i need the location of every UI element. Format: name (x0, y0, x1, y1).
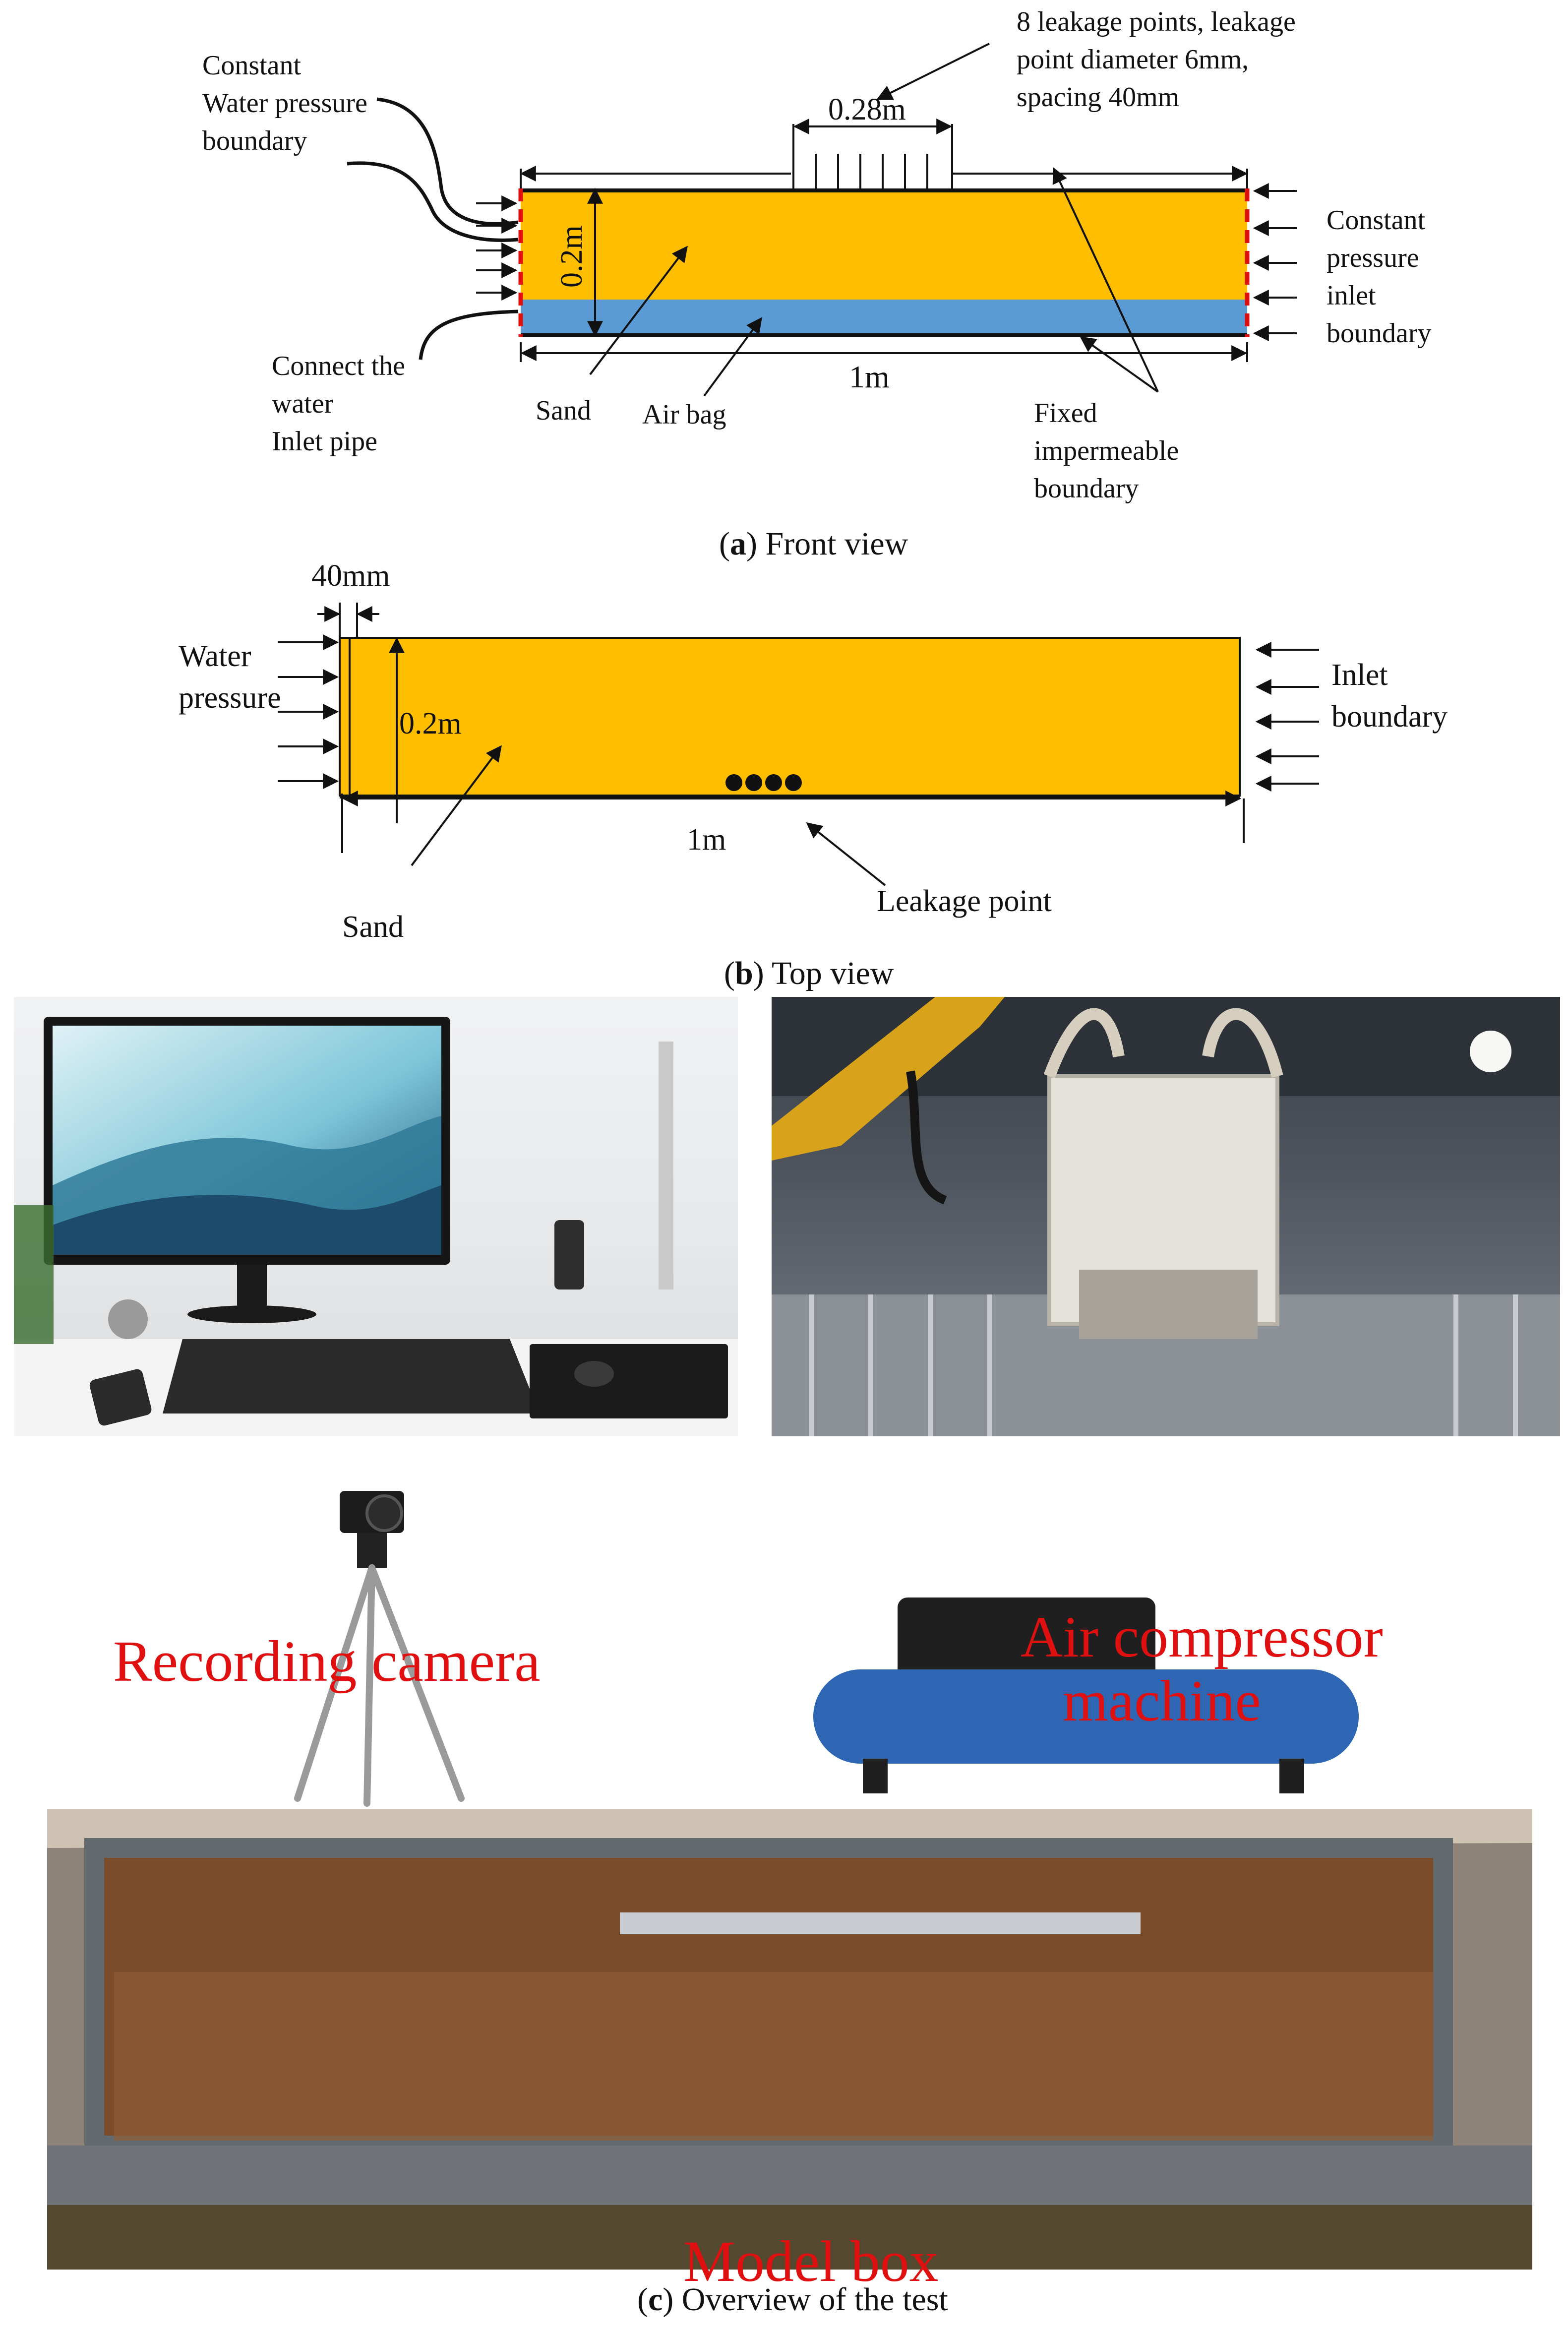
test-overview-photo: Recording camera Air compressor machine … (0, 1456, 1568, 2335)
crane-beam (772, 997, 1005, 1161)
top-right-label-line1: Inlet (1331, 658, 1388, 692)
computer-photo (14, 997, 738, 1436)
fixed-label-line3: boundary (1034, 473, 1139, 504)
top-sand-layer (339, 637, 1241, 797)
compressor-motor (898, 1598, 1155, 1682)
leak-note-line2: point diameter 6mm, (1017, 44, 1249, 75)
compressor-tank (813, 1669, 1359, 1764)
air-bag-label: Air bag (642, 399, 726, 430)
sand-label: Sand (536, 395, 591, 426)
leakage-dots (725, 774, 802, 791)
left-label-line1: Constant (202, 50, 302, 81)
keyboard (163, 1339, 540, 1413)
lab-crane-photo (772, 997, 1560, 1436)
top-view-drawing (278, 603, 1319, 886)
model-box-label: Model box (683, 2229, 939, 2294)
ceiling-light (1470, 1031, 1511, 1072)
right-label-line4: boundary (1327, 318, 1432, 349)
left-label-line3: boundary (202, 125, 307, 156)
mouse-pad (530, 1344, 728, 1418)
top-sand-label: Sand (342, 910, 404, 944)
leak-note-line1: 8 leakage points, leakage (1017, 6, 1296, 37)
left-label-line2: Water pressure (202, 88, 367, 119)
caption-front-view: (a) Front view (719, 526, 908, 562)
dim-top-1m: 1m (687, 823, 726, 857)
measuring-ruler (620, 1912, 1141, 1934)
tripod (294, 1564, 465, 1807)
sand-layer (521, 190, 1247, 300)
leakage-point-label: Leakage point (877, 884, 1052, 918)
top-left-label-line2: pressure (179, 681, 281, 715)
dim-0.28m: 0.28m (828, 93, 906, 126)
camera-label: Recording camera (113, 1629, 541, 1694)
top-right-label-line2: boundary (1331, 700, 1448, 734)
leak-note-line3: spacing 40mm (1017, 82, 1180, 113)
compressor-label-line2: machine (1063, 1668, 1261, 1733)
pipe-label-line2: water (272, 388, 334, 419)
leakage-ticks (792, 124, 953, 190)
fixed-label-line2: impermeable (1034, 435, 1179, 466)
pipe-label-line1: Connect the (272, 351, 406, 381)
top-left-label-line1: Water (179, 639, 251, 673)
right-label-line3: inlet (1327, 280, 1376, 311)
pipe-label-line3: Inlet pipe (272, 426, 378, 457)
caption-overview: (c) Overview of the test (637, 2281, 948, 2318)
compressor-label-line1: Air compressor (1021, 1604, 1383, 1669)
right-label-line1: Constant (1327, 205, 1426, 236)
front-view-drawing (347, 43, 1297, 397)
fixed-label-line1: Fixed (1034, 398, 1097, 429)
dim-top-0.2m: 0.2m (399, 707, 462, 740)
right-label-line2: pressure (1327, 243, 1419, 273)
caption-top-view: (b) Top view (724, 955, 894, 991)
speaker (554, 1220, 584, 1290)
dim-40mm: 40mm (311, 559, 390, 593)
dim-1m: 1m (849, 359, 890, 394)
